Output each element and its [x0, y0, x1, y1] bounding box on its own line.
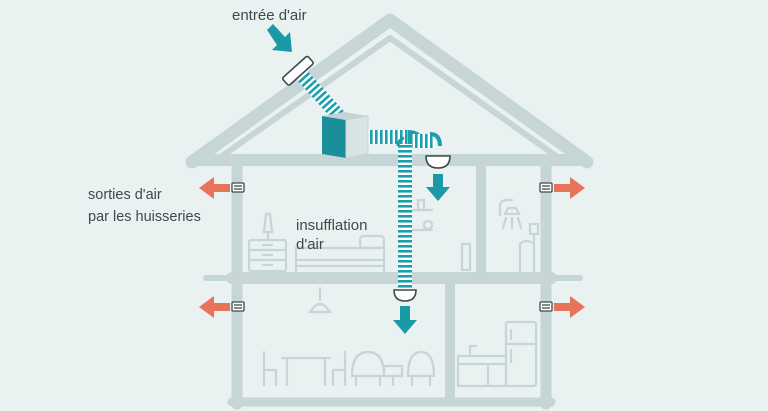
- bed-icon: [294, 234, 386, 274]
- armchair-icon: [350, 350, 436, 387]
- furniture: [247, 198, 540, 388]
- sink-icon: [456, 344, 508, 388]
- house-structure: [185, 13, 594, 410]
- dresser-icon: [247, 238, 288, 273]
- duct-to-upper-diffuser: [410, 134, 435, 148]
- ventilation-unit-icon: [322, 112, 369, 159]
- air-diffuser-icon: [393, 155, 451, 302]
- roof: [185, 13, 594, 169]
- shelf-icon: [410, 198, 472, 272]
- roof-air-inlet-cap: [282, 55, 314, 86]
- wall-vents: [231, 182, 553, 312]
- insufflation-label-line2: d'air: [296, 236, 324, 253]
- insufflation-label: insufflation d'air: [296, 216, 367, 254]
- shower-icon: [498, 198, 540, 274]
- table-icon: [280, 356, 332, 387]
- air-inlet-arrow-icon: [267, 24, 292, 52]
- air-duct: [294, 68, 442, 290]
- air-outlets-label: sorties d'air par les huisseries: [88, 184, 201, 228]
- air-outlets-label-line1: sorties d'air: [88, 187, 162, 203]
- duct-vertical: [398, 144, 412, 290]
- roof-inner: [219, 35, 559, 159]
- air-inlet-label: entrée d'air: [232, 7, 307, 24]
- chair-icon: [262, 350, 347, 387]
- air-outlets-label-line2: par les huisseries: [88, 209, 201, 225]
- insufflation-arrow-icon: [393, 174, 450, 334]
- air-outlet-arrow-icon: [199, 177, 585, 318]
- insufflation-label-line1: insufflation: [296, 217, 368, 234]
- lamp-icon: [262, 212, 274, 242]
- fridge-icon: [504, 320, 538, 388]
- pendant-lamp-icon: [308, 286, 332, 314]
